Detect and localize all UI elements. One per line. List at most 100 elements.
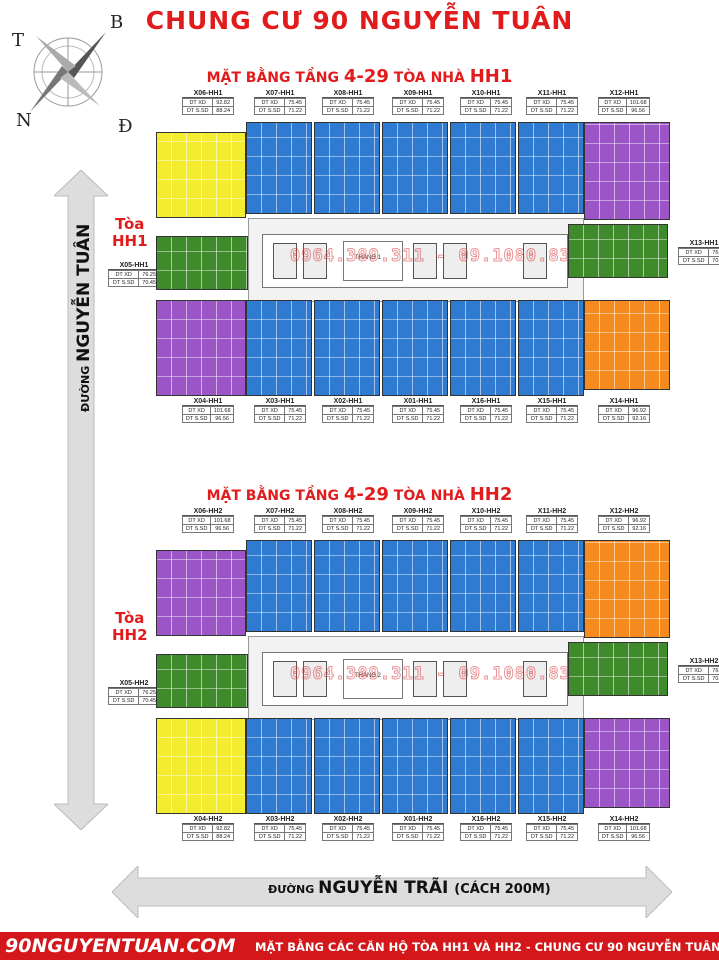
area-label: DT S.SD — [391, 524, 424, 533]
area-value: 92.82 — [212, 824, 234, 833]
plan-title-mid: TÒA NHÀ — [388, 70, 470, 86]
apartment-unit[interactable] — [450, 718, 516, 814]
apartment-unit[interactable] — [584, 718, 670, 808]
area-value: 96.56 — [626, 832, 650, 841]
plan-title-prefix: MẶT BẰNG TẦNG — [206, 70, 344, 86]
area-label: DT XD — [459, 406, 492, 415]
apartment-unit[interactable] — [382, 540, 448, 632]
apartment-unit[interactable] — [156, 300, 246, 396]
plan-title-prefix: MẶT BẰNG TẦNG — [206, 488, 344, 504]
apartment-unit[interactable] — [518, 122, 584, 214]
apartment-unit[interactable] — [450, 300, 516, 396]
apartment-unit[interactable] — [314, 300, 380, 396]
area-label: DT XD — [597, 516, 630, 525]
unit-code: X06-HH2 — [182, 508, 234, 516]
footer-bar: 90NGUYENTUAN.COM MẶT BẰNG CÁC CĂN HỘ TÒA… — [0, 932, 719, 960]
area-label: DT S.SD — [253, 414, 286, 423]
apartment-unit[interactable] — [156, 550, 246, 636]
area-value: 71.22 — [284, 106, 306, 115]
apartment-unit[interactable] — [584, 540, 670, 638]
area-label: DT XD — [459, 516, 492, 525]
apartment-unit[interactable] — [382, 718, 448, 814]
area-label: DT S.SD — [107, 278, 140, 287]
plan-building: HH2 — [469, 484, 513, 505]
compass-north: B — [110, 12, 124, 33]
area-label: DT XD — [677, 666, 710, 675]
unit-code: X07-HH1 — [254, 90, 306, 98]
building-label-name: HH2 — [112, 626, 148, 644]
apartment-unit[interactable] — [450, 540, 516, 632]
building-label-hh2: Tòa HH2 — [112, 610, 148, 644]
area-value: 71.22 — [422, 414, 444, 423]
apartment-unit[interactable] — [450, 122, 516, 214]
apartment-unit[interactable] — [568, 224, 668, 278]
apartment-unit[interactable] — [246, 122, 312, 214]
apartment-unit[interactable] — [156, 718, 246, 814]
site-link[interactable]: 90NGUYENTUAN.COM — [5, 935, 236, 957]
apartment-unit[interactable] — [382, 122, 448, 214]
area-label: DT XD — [181, 516, 212, 525]
apartment-unit[interactable] — [382, 300, 448, 396]
unit-code: X13-HH2 — [678, 658, 719, 666]
apartment-unit[interactable] — [246, 300, 312, 396]
apartment-unit[interactable] — [584, 122, 670, 220]
area-value: 71.22 — [352, 414, 374, 423]
area-label: DT S.SD — [391, 832, 424, 841]
apartment-unit[interactable] — [246, 540, 312, 632]
apartment-unit[interactable] — [314, 718, 380, 814]
apartment-unit[interactable] — [518, 300, 584, 396]
unit-code: X04-HH2 — [182, 816, 234, 824]
area-value: 101.68 — [626, 98, 650, 107]
area-value: 71.22 — [422, 524, 444, 533]
apartment-unit[interactable] — [314, 540, 380, 632]
apartment-unit[interactable] — [246, 718, 312, 814]
apartment-unit[interactable] — [518, 540, 584, 632]
unit-code: X03-HH1 — [254, 398, 306, 406]
unit-code: X06-HH1 — [182, 90, 234, 98]
hotline-watermark: 0964.389.311 - 09.1080.8383 — [289, 664, 594, 685]
apartment-unit[interactable] — [518, 718, 584, 814]
area-label: DT S.SD — [391, 106, 424, 115]
building-label-name: HH1 — [112, 232, 148, 250]
road-nguyen-tuan: ĐƯỜNG NGUYỄN TUÂN — [74, 224, 94, 412]
apartment-unit[interactable] — [584, 300, 670, 390]
apartment-unit[interactable] — [156, 236, 248, 290]
apartment-unit[interactable] — [568, 642, 668, 696]
area-value: 75.45 — [352, 516, 374, 525]
area-label: DT XD — [525, 98, 558, 107]
unit-code: X09-HH2 — [392, 508, 444, 516]
area-label: DT S.SD — [181, 524, 212, 533]
apartment-unit[interactable] — [156, 654, 248, 708]
plan-title-hh1: MẶT BẰNG TẦNG 4-29 TÒA NHÀ HH1 — [0, 66, 719, 87]
apartment-unit[interactable] — [314, 122, 380, 214]
apartment-unit[interactable] — [156, 132, 246, 218]
building-label-hh1: Tòa HH1 — [112, 216, 148, 250]
area-label: DT S.SD — [321, 106, 354, 115]
unit-code: X08-HH1 — [322, 90, 374, 98]
unit-code: X01-HH2 — [392, 816, 444, 824]
road-arrow-vertical — [54, 170, 108, 830]
elevator-shaft — [273, 661, 297, 697]
